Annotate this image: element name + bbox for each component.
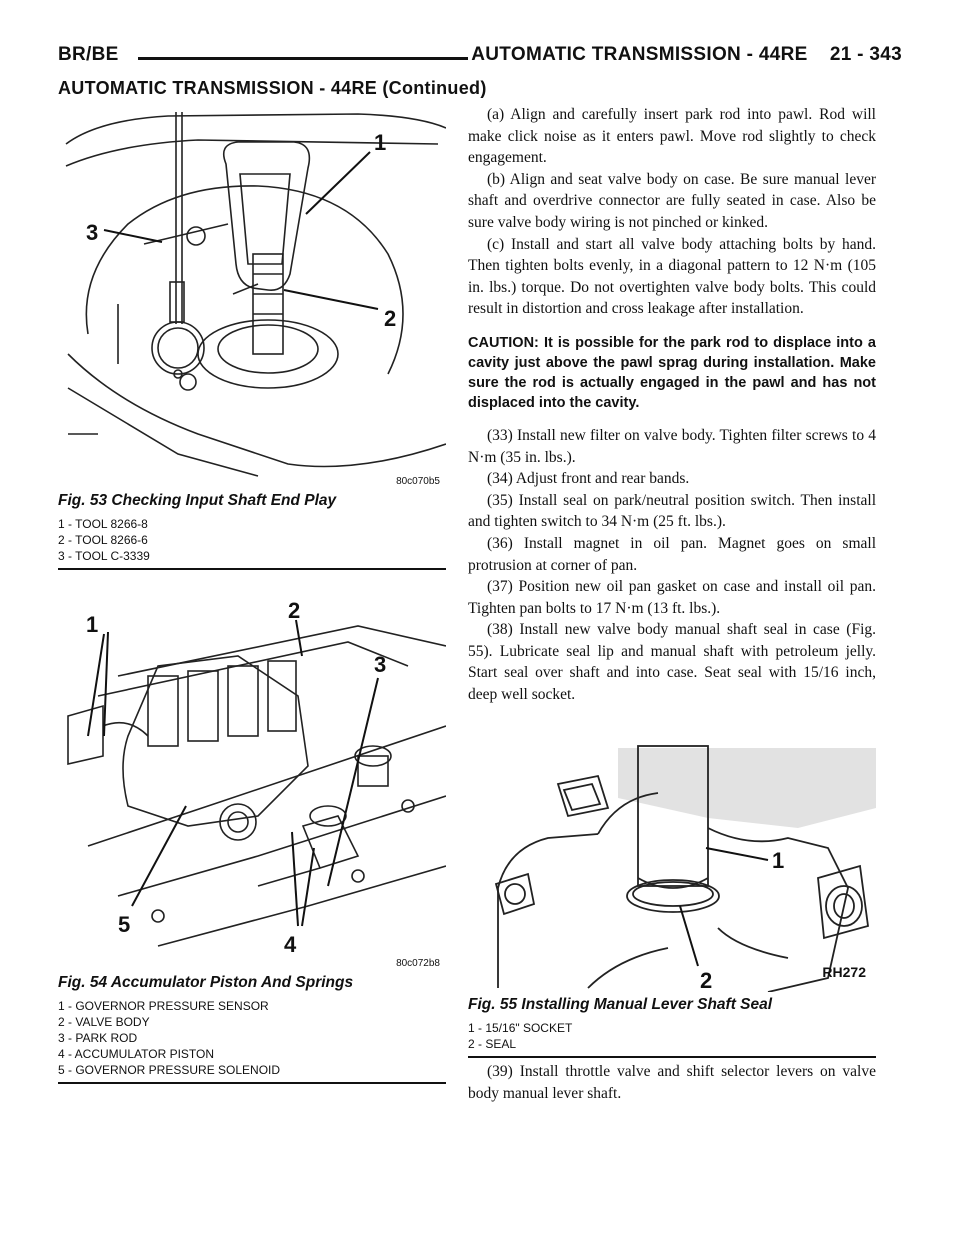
fig54-callout-1: 1: [86, 612, 98, 637]
fig54-legend-item: 1 - GOVERNOR PRESSURE SENSOR: [58, 999, 269, 1013]
fig55-legend-item: 1 - 15/16" SOCKET: [468, 1021, 573, 1035]
fig55-callout-2: 2: [700, 968, 712, 992]
caution-note: CAUTION: It is possible for the park rod…: [468, 334, 876, 411]
fig55-rule: [468, 1056, 876, 1058]
step-paragraph: (35) Install seal on park/neutral positi…: [468, 491, 876, 531]
fig54-legend-item: 2 - VALVE BODY: [58, 1015, 150, 1029]
step-paragraph: (a) Align and carefully insert park rod …: [468, 106, 876, 167]
fig53-callout-2: 2: [384, 306, 396, 331]
step-paragraph: (38) Install new valve body manual shaft…: [468, 621, 876, 704]
figure-53: 1 2 3 80c070b5 Fig. 53 Checking Input Sh…: [58, 104, 446, 570]
fig53-legend: 1 - TOOL 8266-8 2 - TOOL 8266-6 3 - TOOL…: [58, 516, 446, 564]
fig54-rule: [58, 1082, 446, 1084]
step-paragraph: (37) Position new oil pan gasket on case…: [468, 578, 876, 617]
step-paragraph: (34) Adjust front and rear bands.: [487, 470, 690, 488]
fig54-callout-3: 3: [374, 652, 386, 677]
fig54-legend-item: 5 - GOVERNOR PRESSURE SOLENOID: [58, 1063, 281, 1077]
fig55-caption: Fig. 55 Installing Manual Lever Shaft Se…: [468, 996, 773, 1013]
section-continued-title: AUTOMATIC TRANSMISSION - 44RE (Continued…: [58, 78, 487, 98]
fig55-illustration: 1 2: [494, 745, 876, 992]
step-paragraph: (36) Install magnet in oil pan. Magnet g…: [468, 534, 876, 574]
fig54-legend-item: 4 - ACCUMULATOR PISTON: [58, 1047, 215, 1061]
fig53-legend-item: 3 - TOOL C-3339: [58, 549, 150, 563]
fig53-callout-3: 3: [86, 220, 98, 245]
figure-55: 1 2 RH272 Fig. 55 Installing Manual Leve…: [468, 738, 876, 1058]
fig54-legend: 1 - GOVERNOR PRESSURE SENSOR 2 - VALVE B…: [58, 998, 446, 1078]
header-left: BR/BE: [58, 44, 119, 65]
body-text-final: (39) Install throttle valve and shift se…: [468, 1061, 876, 1104]
fig54-caption: Fig. 54 Accumulator Piston And Springs: [58, 974, 354, 991]
step-paragraph: (b) Align and seat valve body on case. B…: [468, 170, 876, 231]
step-paragraph: (33) Install new filter on valve body. T…: [468, 426, 876, 466]
fig54-callout-5: 5: [118, 912, 130, 937]
fig53-image-id: 80c070b5: [396, 476, 440, 487]
fig54-illustration: 1 2 3 4 5: [67, 598, 446, 957]
fig53-rule: [58, 568, 446, 570]
figure-54: 1 2 3 4 5 80c072b8 Fig. 54 Accumulator P…: [58, 586, 446, 1084]
fig54-legend-item: 3 - PARK ROD: [58, 1031, 138, 1045]
step-paragraph: (c) Install and start all valve body att…: [468, 235, 876, 318]
fig54-callout-2: 2: [288, 598, 300, 623]
fig55-callout-1: 1: [772, 848, 784, 873]
fig54-callout-4: 4: [284, 932, 297, 957]
header-right: AUTOMATIC TRANSMISSION - 44RE 21 - 343: [471, 44, 902, 65]
body-text-column: (a) Align and carefully insert park rod …: [468, 104, 876, 706]
fig55-image-id: RH272: [822, 964, 866, 980]
fig55-legend: 1 - 15/16" SOCKET 2 - SEAL: [468, 1020, 876, 1052]
fig53-legend-item: 1 - TOOL 8266-8: [58, 517, 148, 531]
fig53-callout-1: 1: [374, 130, 386, 155]
fig53-illustration: 1 2 3: [65, 112, 446, 477]
fig54-image-id: 80c072b8: [396, 958, 440, 969]
fig53-legend-item: 2 - TOOL 8266-6: [58, 533, 148, 547]
step-paragraph: (39) Install throttle valve and shift se…: [468, 1063, 876, 1102]
fig53-caption: Fig. 53 Checking Input Shaft End Play: [58, 492, 337, 509]
header-rule: [138, 57, 468, 60]
fig55-legend-item: 2 - SEAL: [468, 1037, 517, 1051]
